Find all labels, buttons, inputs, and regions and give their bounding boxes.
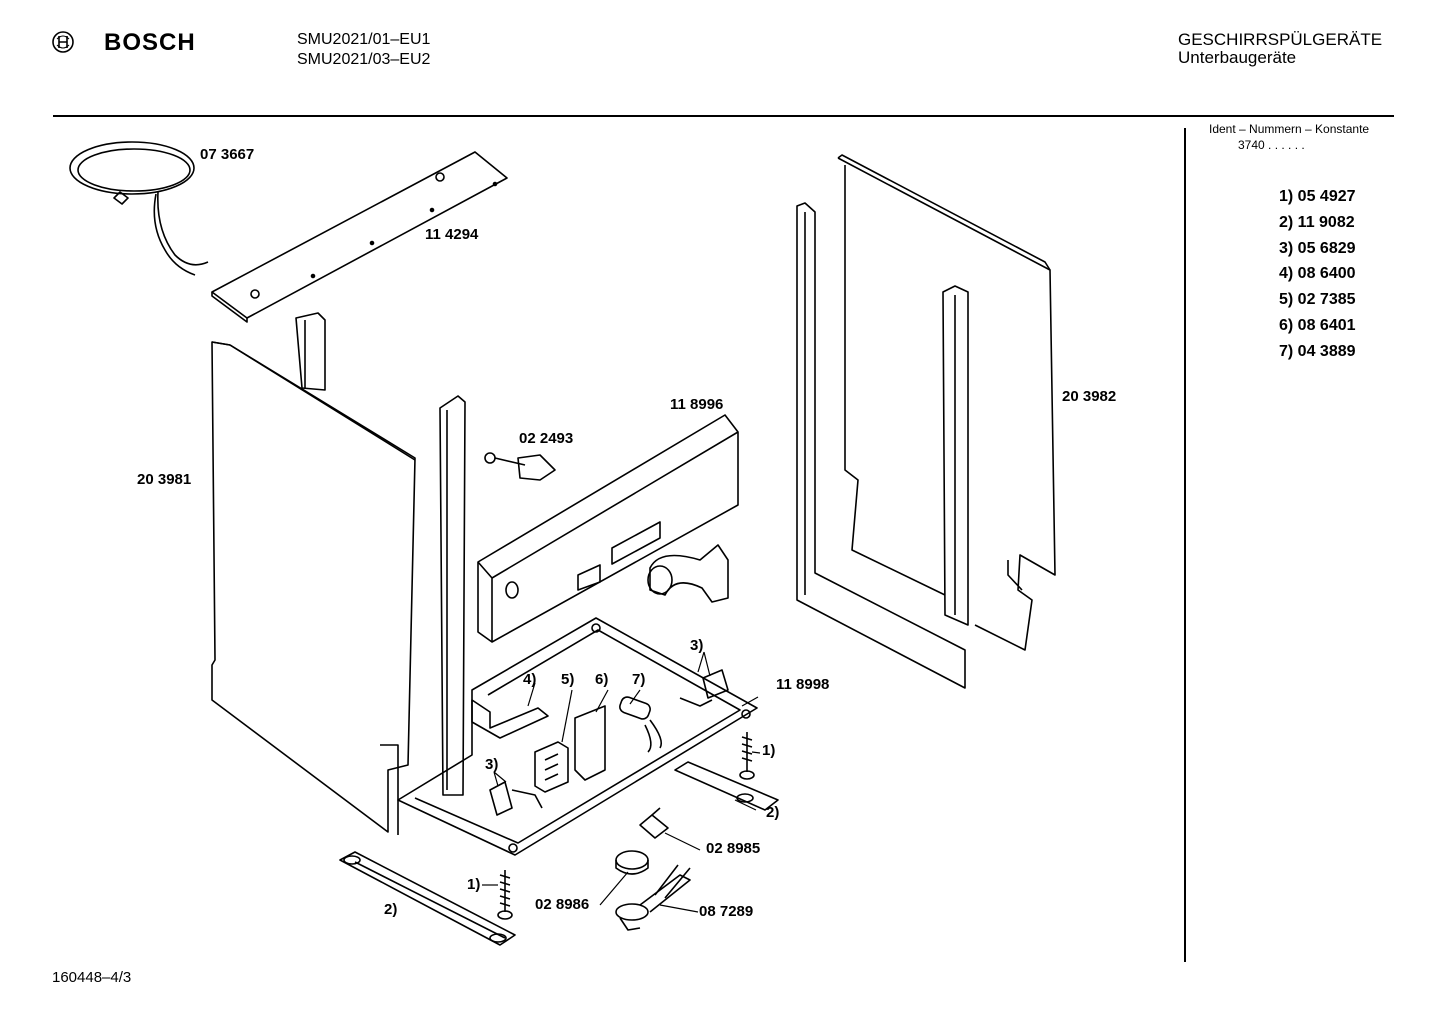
bracket-4-icon [471,699,549,739]
ident-heading: Ident – Nummern – Konstante [1209,122,1370,136]
top-strip-icon [211,151,508,323]
model-number-2: SMU2021/03–EU2 [297,51,431,68]
label-side-right: 20 3982 [1062,388,1117,405]
control-panel-icon [477,414,739,643]
header-divider [53,115,1394,117]
label-part-2-upper: 2) [766,804,780,821]
cap-icon [615,850,649,875]
power-cable-icon [69,141,209,276]
label-part-7: 7) [632,671,646,688]
ref-item-7: 7) 04 3889 [1279,343,1356,360]
ref-item-6: 6) 08 6401 [1279,317,1356,334]
label-part-3-lower: 3) [485,756,499,773]
label-part-4: 4) [523,671,537,688]
ident-constant: 3740 . . . . . . [1238,138,1305,152]
label-cable: 07 3667 [200,146,255,163]
sidebar-divider [1184,128,1186,962]
ref-item-1: 1) 05 4927 [1279,188,1356,205]
subcategory-title: Unterbaugeräte [1178,48,1297,67]
ref-item-5: 5) 02 7385 [1279,291,1356,308]
label-panel: 11 8996 [670,396,724,413]
screw-lower-icon [497,870,513,920]
terminal-block-5-icon [534,741,569,793]
label-side-left: 20 3981 [137,471,192,488]
switch-3-lower-icon [489,781,543,816]
document-id: 160448–4/3 [52,969,132,986]
model-number-1: SMU2021/01–EU1 [297,31,431,48]
label-foot: 08 7289 [699,903,754,920]
foot-rail-upper-icon [674,761,779,811]
label-top-strip: 11 4294 [425,226,479,243]
air-duct-icon [647,544,729,603]
label-part-6: 6) [595,671,609,688]
right-side-frame-icon [796,154,1056,689]
foot-assembly-icon [615,864,691,931]
label-part-2-lower: 2) [384,901,398,918]
ref-item-3: 3) 05 6829 [1279,240,1356,257]
label-cap: 02 8986 [535,896,590,913]
ref-item-4: 4) 08 6400 [1279,265,1356,282]
leader-lines [482,651,761,913]
clamp-icon [484,452,556,481]
category-title: GESCHIRRSPÜLGERÄTE [1178,30,1383,49]
hinge-icon [639,807,669,839]
foot-rail-lower-icon [339,851,516,946]
capacitor-7-icon [619,696,663,753]
screw-upper-icon [739,732,755,780]
label-part-5: 5) [561,671,575,688]
label-base: 11 8998 [776,676,830,693]
bosch-logo-icon [51,30,75,59]
base-plate-icon [397,617,758,856]
left-rail-icon [295,312,466,835]
brand-name: BOSCH [104,29,196,56]
label-clamp: 02 2493 [519,430,574,447]
bracket-6-icon [574,705,606,781]
label-part-1-lower: 1) [467,876,481,893]
label-hinge: 02 8985 [706,840,761,857]
left-side-panel-icon [211,341,416,833]
exploded-parts-diagram [69,141,1056,946]
label-part-3-upper: 3) [690,637,704,654]
label-part-1-upper: 1) [762,742,776,759]
ref-item-2: 2) 11 9082 [1279,214,1355,231]
switch-3-upper-icon [679,669,729,707]
